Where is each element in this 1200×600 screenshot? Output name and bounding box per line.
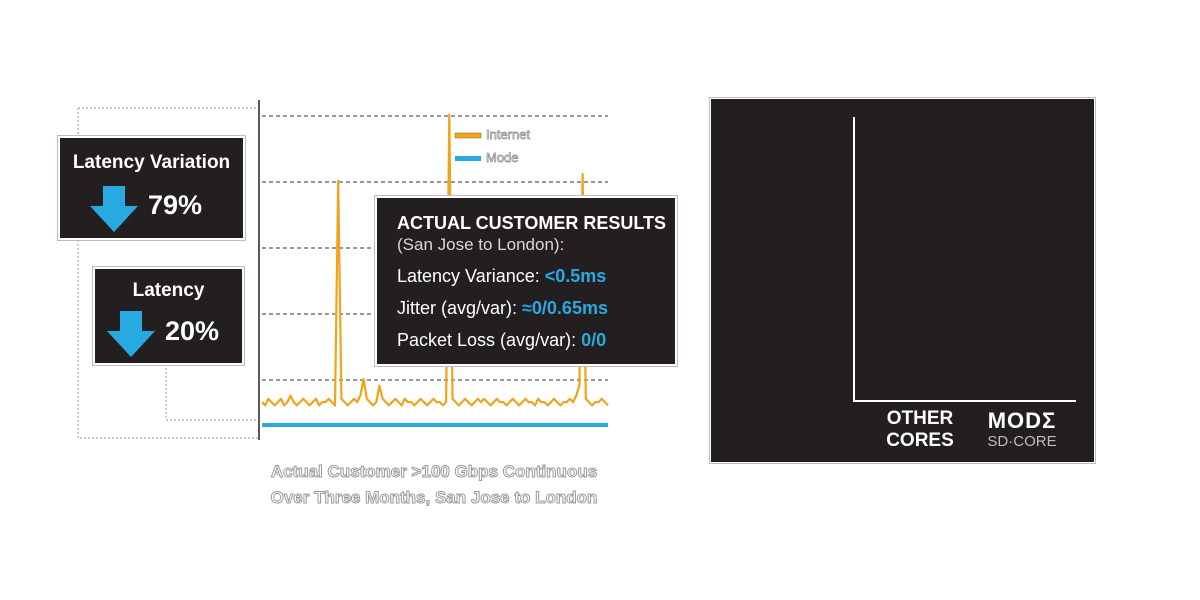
legend-label-mode: Mode <box>486 150 519 166</box>
legend-swatch-internet <box>454 132 482 139</box>
results-subheading: (San Jose to London): <box>397 235 565 254</box>
customer-results-panel: ACTUAL CUSTOMER RESULTS (San Jose to Lon… <box>375 196 677 366</box>
comparison-axes <box>853 117 1076 402</box>
latency-variation-value: 79% <box>148 190 203 220</box>
legend-swatch-mode <box>455 156 481 161</box>
down-arrow-icon <box>90 186 138 232</box>
chart-caption-line-2: Over Three Months, San Jose to London <box>270 488 598 508</box>
mode-logo: MODΣ <box>987 408 1057 433</box>
result-row-packet-loss: Packet Loss (avg/var): 0/0 <box>397 330 607 350</box>
result-row-latency-variance: Latency Variance: <0.5ms <box>397 266 607 286</box>
other-cores-label: OTHER CORES <box>886 408 954 451</box>
legend-label-internet: Internet <box>486 127 531 143</box>
bracket-inner-connector <box>165 360 258 421</box>
down-arrow-icon <box>107 311 155 357</box>
latency-variation-card: Latency Variation 79% <box>58 136 245 240</box>
comparison-panel: OTHER CORES MODΣ SD·CORE <box>710 98 1095 463</box>
latency-value: 20% <box>165 316 220 346</box>
result-row-jitter: Jitter (avg/var): ≈0/0.65ms <box>397 298 608 318</box>
latency-variance-value: <0.5ms <box>544 266 607 286</box>
latency-title: Latency <box>132 280 205 301</box>
latency-card: Latency 20% <box>93 267 244 365</box>
packet-loss-value: 0/0 <box>581 330 607 350</box>
results-heading: ACTUAL CUSTOMER RESULTS <box>397 213 667 233</box>
jitter-value: ≈0/0.65ms <box>522 298 608 318</box>
chart-caption-line-1: Actual Customer >100 Gbps Continuous <box>270 462 598 482</box>
sd-core-label: SD·CORE <box>987 433 1057 450</box>
series-line-internet <box>261 113 609 407</box>
latency-variation-title: Latency Variation <box>72 152 231 173</box>
